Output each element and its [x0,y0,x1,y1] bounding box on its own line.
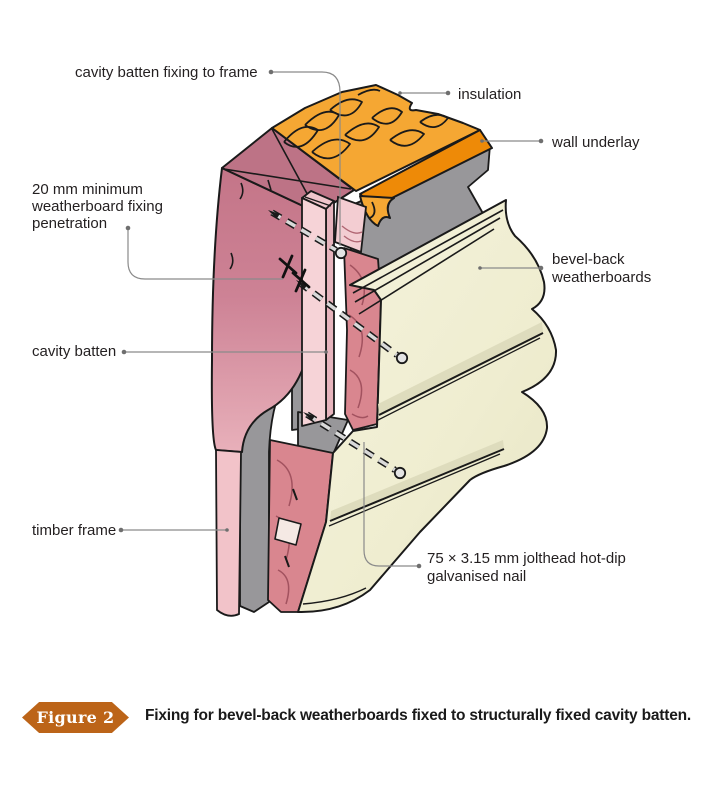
leader-cavity-batten-fixing [271,71,341,246]
label-nail-1: 75 × 3.15 mm jolthead hot-dip [427,550,626,567]
label-cavity-batten: cavity batten [32,343,116,360]
weatherboard-nail-lower [303,411,407,480]
leader-penetration [127,229,283,280]
label-timber-frame: timber frame [32,522,116,539]
insulation-shape [271,84,493,227]
nails [268,209,409,480]
label-insulation: insulation [458,86,521,103]
weatherboards-shape [297,199,558,614]
leader-lines [121,71,541,567]
label-penetration-3: penetration [32,215,107,232]
figure-badge: Figure 2 [22,702,129,733]
labels: cavity batten fixing to frame 20 mm mini… [31,64,651,585]
weatherboard-edge-lines [352,209,504,315]
label-bevel-back-2: weatherboards [551,269,651,286]
label-bevel-back-1: bevel-back [552,251,625,268]
insulation-batt-lines [283,88,449,160]
label-cavity-batten-fixing: cavity batten fixing to frame [75,64,258,81]
penetration-cross-marks [278,254,311,293]
batten-fixing-nail [268,209,348,260]
stud-front-face [210,167,319,453]
top-plate-end [334,195,367,254]
label-wall-underlay: wall underlay [551,134,640,151]
figure-caption: Figure 2 Fixing for bevel-back weatherbo… [0,696,710,740]
leader-nail [363,442,419,567]
cavity-batten-shape [301,190,335,427]
timber-frame-stud [210,127,355,453]
batten-section-middle [343,247,382,431]
construction-diagram: cavity batten fixing to frame 20 mm mini… [31,64,651,617]
figure-caption-text: Fixing for bevel-back weatherboards fixe… [145,707,691,724]
insulation-hang [359,195,395,227]
label-penetration-2: weatherboard fixing [31,198,163,215]
label-nail-2: galvanised nail [427,568,526,585]
timber-frame-strip [215,449,242,617]
label-penetration-1: 20 mm minimum [32,181,143,198]
leader-dots [118,69,544,569]
